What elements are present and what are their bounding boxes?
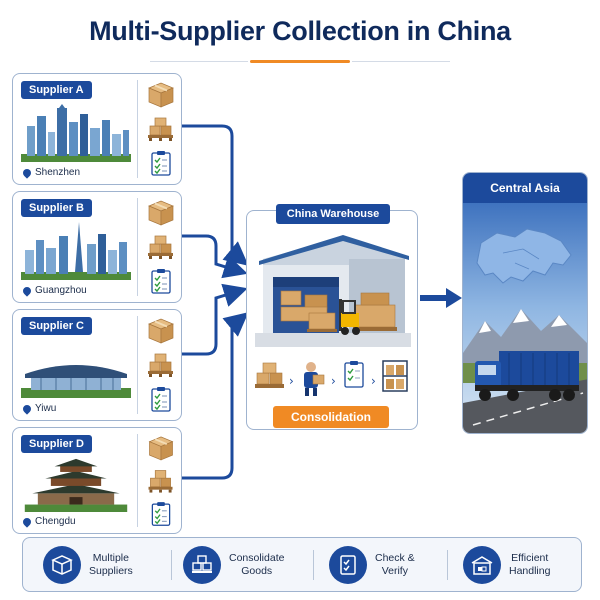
china-warehouse-card: China Warehouse › xyxy=(246,204,418,430)
connector-arrowhead xyxy=(446,288,462,308)
pallet-icon xyxy=(147,117,174,142)
warehouse-scene-icon xyxy=(255,235,411,347)
box-icon xyxy=(148,82,174,108)
connector-supplier-a xyxy=(182,124,249,266)
feature-multiple-suppliers: Multiple Suppliers xyxy=(43,538,133,591)
feature-divider xyxy=(447,550,448,580)
supplier-d-goods-icons xyxy=(148,435,174,526)
title-underline xyxy=(250,60,350,63)
supplier-a-card: Supplier A Shenzhen xyxy=(12,73,182,185)
connector-supplier-d xyxy=(182,312,249,480)
title-divider-right xyxy=(352,61,450,62)
feature-efficient-handling: Efficient Handling xyxy=(463,538,550,591)
checklist-step-icon xyxy=(344,361,364,388)
supplier-c-card: Supplier C Yiwu xyxy=(12,309,182,421)
supplier-c-label: Supplier C xyxy=(21,317,93,335)
feature-label: Multiple Suppliers xyxy=(89,551,133,577)
supplier-a-city: Shenzhen xyxy=(35,167,81,178)
pallet-step-icon xyxy=(255,362,284,388)
chevron-right-icon: › xyxy=(331,374,336,388)
feature-consolidate-goods: Consolidate Goods xyxy=(183,538,284,591)
supplier-b-goods-icons xyxy=(147,200,174,294)
supplier-d-label: Supplier D xyxy=(21,435,93,453)
features-bar: Multiple Suppliers Consolidate Goods Che… xyxy=(22,537,582,592)
feature-label: Efficient Handling xyxy=(509,551,551,577)
supplier-c-goods-icons xyxy=(147,318,174,412)
consolidation-badge: Consolidation xyxy=(273,406,389,428)
supplier-b-location: Guangzhou xyxy=(21,284,87,297)
central-asia-scene xyxy=(463,203,587,433)
feature-divider xyxy=(171,550,172,580)
warehouse-icon xyxy=(463,545,501,584)
chevron-right-icon: › xyxy=(371,374,376,388)
location-pin-icon xyxy=(21,284,33,297)
supplier-b-city: Guangzhou xyxy=(35,285,87,296)
pallet-icon xyxy=(183,545,221,584)
shenzhen-skyline-icon xyxy=(21,104,131,162)
supplier-a-label: Supplier A xyxy=(21,81,92,99)
supplier-a-goods-icons xyxy=(147,82,174,176)
supplier-a-divider xyxy=(137,80,138,178)
feature-label: Consolidate Goods xyxy=(229,551,285,577)
supplier-c-divider xyxy=(137,316,138,414)
supplier-c-location: Yiwu xyxy=(21,402,57,415)
supplier-d-divider xyxy=(137,434,138,527)
central-asia-map-icon xyxy=(476,228,572,284)
supplier-b-divider xyxy=(137,198,138,296)
feature-label: Check & Verify xyxy=(375,551,415,577)
checklist-icon xyxy=(151,150,171,176)
storage-rack-icon xyxy=(382,360,408,392)
supplier-b-card: Supplier B Guangzhou xyxy=(12,191,182,303)
supplier-b-label: Supplier B xyxy=(21,199,93,217)
feature-divider xyxy=(313,550,314,580)
central-asia-label: Central Asia xyxy=(463,173,587,203)
chengdu-pagoda-icon xyxy=(24,458,128,512)
location-pin-icon xyxy=(21,166,33,179)
truck-icon xyxy=(475,351,579,401)
feature-check-verify: Check & Verify xyxy=(329,538,415,591)
supplier-a-location: Shenzhen xyxy=(21,166,81,179)
supplier-d-city: Chengdu xyxy=(35,516,76,527)
guangzhou-skyline-icon xyxy=(21,222,131,280)
supplier-d-card: Supplier D Chengdu xyxy=(12,427,182,534)
consolidation-steps: › › › xyxy=(255,360,408,396)
title-divider-left xyxy=(150,61,248,62)
chevron-right-icon: › xyxy=(289,374,294,388)
location-pin-icon xyxy=(21,515,33,528)
boxes-icon xyxy=(43,545,81,584)
page-title: Multi-Supplier Collection in China xyxy=(89,16,511,46)
connector-supplier-b xyxy=(182,234,248,279)
yiwu-building-icon xyxy=(21,365,131,398)
checklist-icon xyxy=(329,545,367,584)
central-asia-card: Central Asia xyxy=(462,172,588,434)
warehouse-label: China Warehouse xyxy=(276,204,390,224)
connector-supplier-c xyxy=(182,283,248,356)
supplier-c-city: Yiwu xyxy=(35,403,57,414)
worker-icon xyxy=(304,362,325,396)
location-pin-icon xyxy=(21,402,33,415)
supplier-d-location: Chengdu xyxy=(21,515,76,528)
